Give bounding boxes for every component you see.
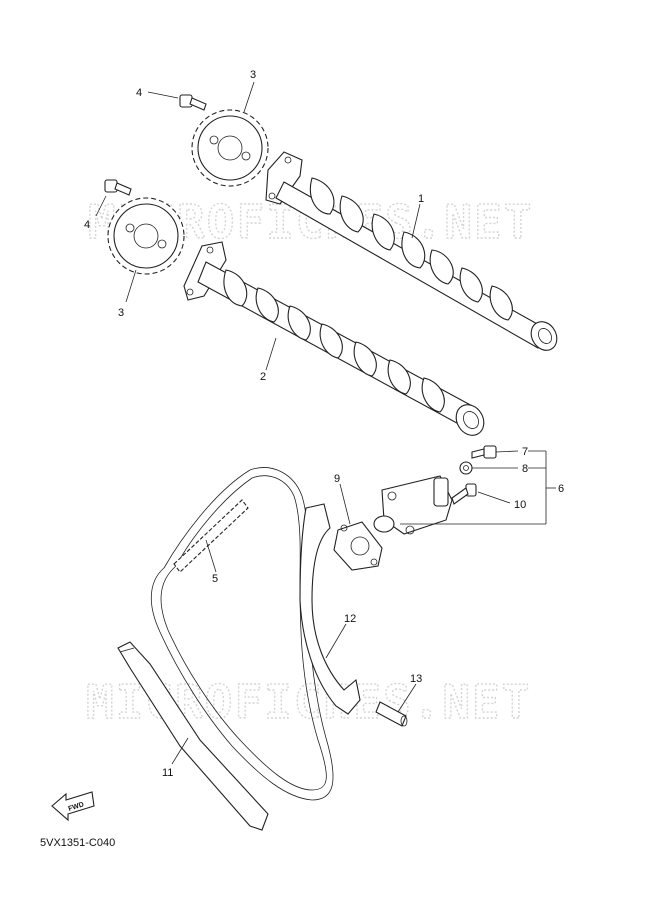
tensioner-body: [373, 475, 453, 535]
cam-sprocket-upper: [191, 109, 269, 187]
chain-guide: [117, 641, 269, 831]
callout-7: 7: [522, 446, 528, 458]
camshaft-intake: [265, 151, 558, 351]
sprocket-bolt-upper: [179, 94, 207, 111]
callout-11: 11: [162, 767, 173, 779]
tensioner-gasket: [333, 521, 383, 571]
callout-10: 10: [514, 499, 526, 511]
camshaft-exhaust: [183, 241, 485, 436]
washer: [459, 461, 473, 475]
sprocket-bolt-lower: [104, 179, 132, 196]
diagram-code: 5VX1351-C040: [40, 837, 115, 849]
cam-sprocket-lower: [107, 197, 185, 275]
callout-4-lower: 4: [84, 219, 90, 231]
chain-tensioner-guide: [299, 503, 361, 715]
tensioner-bolt: [471, 445, 497, 459]
callout-6: 6: [558, 483, 564, 495]
cam-chain: [150, 467, 334, 801]
callout-5: 5: [212, 573, 218, 585]
callout-8: 8: [522, 463, 528, 475]
callout-1: 1: [418, 193, 424, 205]
guide-pin: [375, 701, 408, 727]
tensioner-mount-bolt: [451, 483, 477, 505]
callout-9: 9: [334, 473, 340, 485]
callout-3-lower: 3: [118, 307, 124, 319]
fwd-label: FWD: [68, 801, 85, 813]
callout-3-upper: 3: [250, 69, 256, 81]
callout-13: 13: [410, 673, 422, 685]
callout-2: 2: [260, 371, 266, 383]
forward-arrow-icon: FWD: [51, 791, 95, 822]
callout-12: 12: [344, 613, 356, 625]
callout-4-upper: 4: [136, 87, 142, 99]
